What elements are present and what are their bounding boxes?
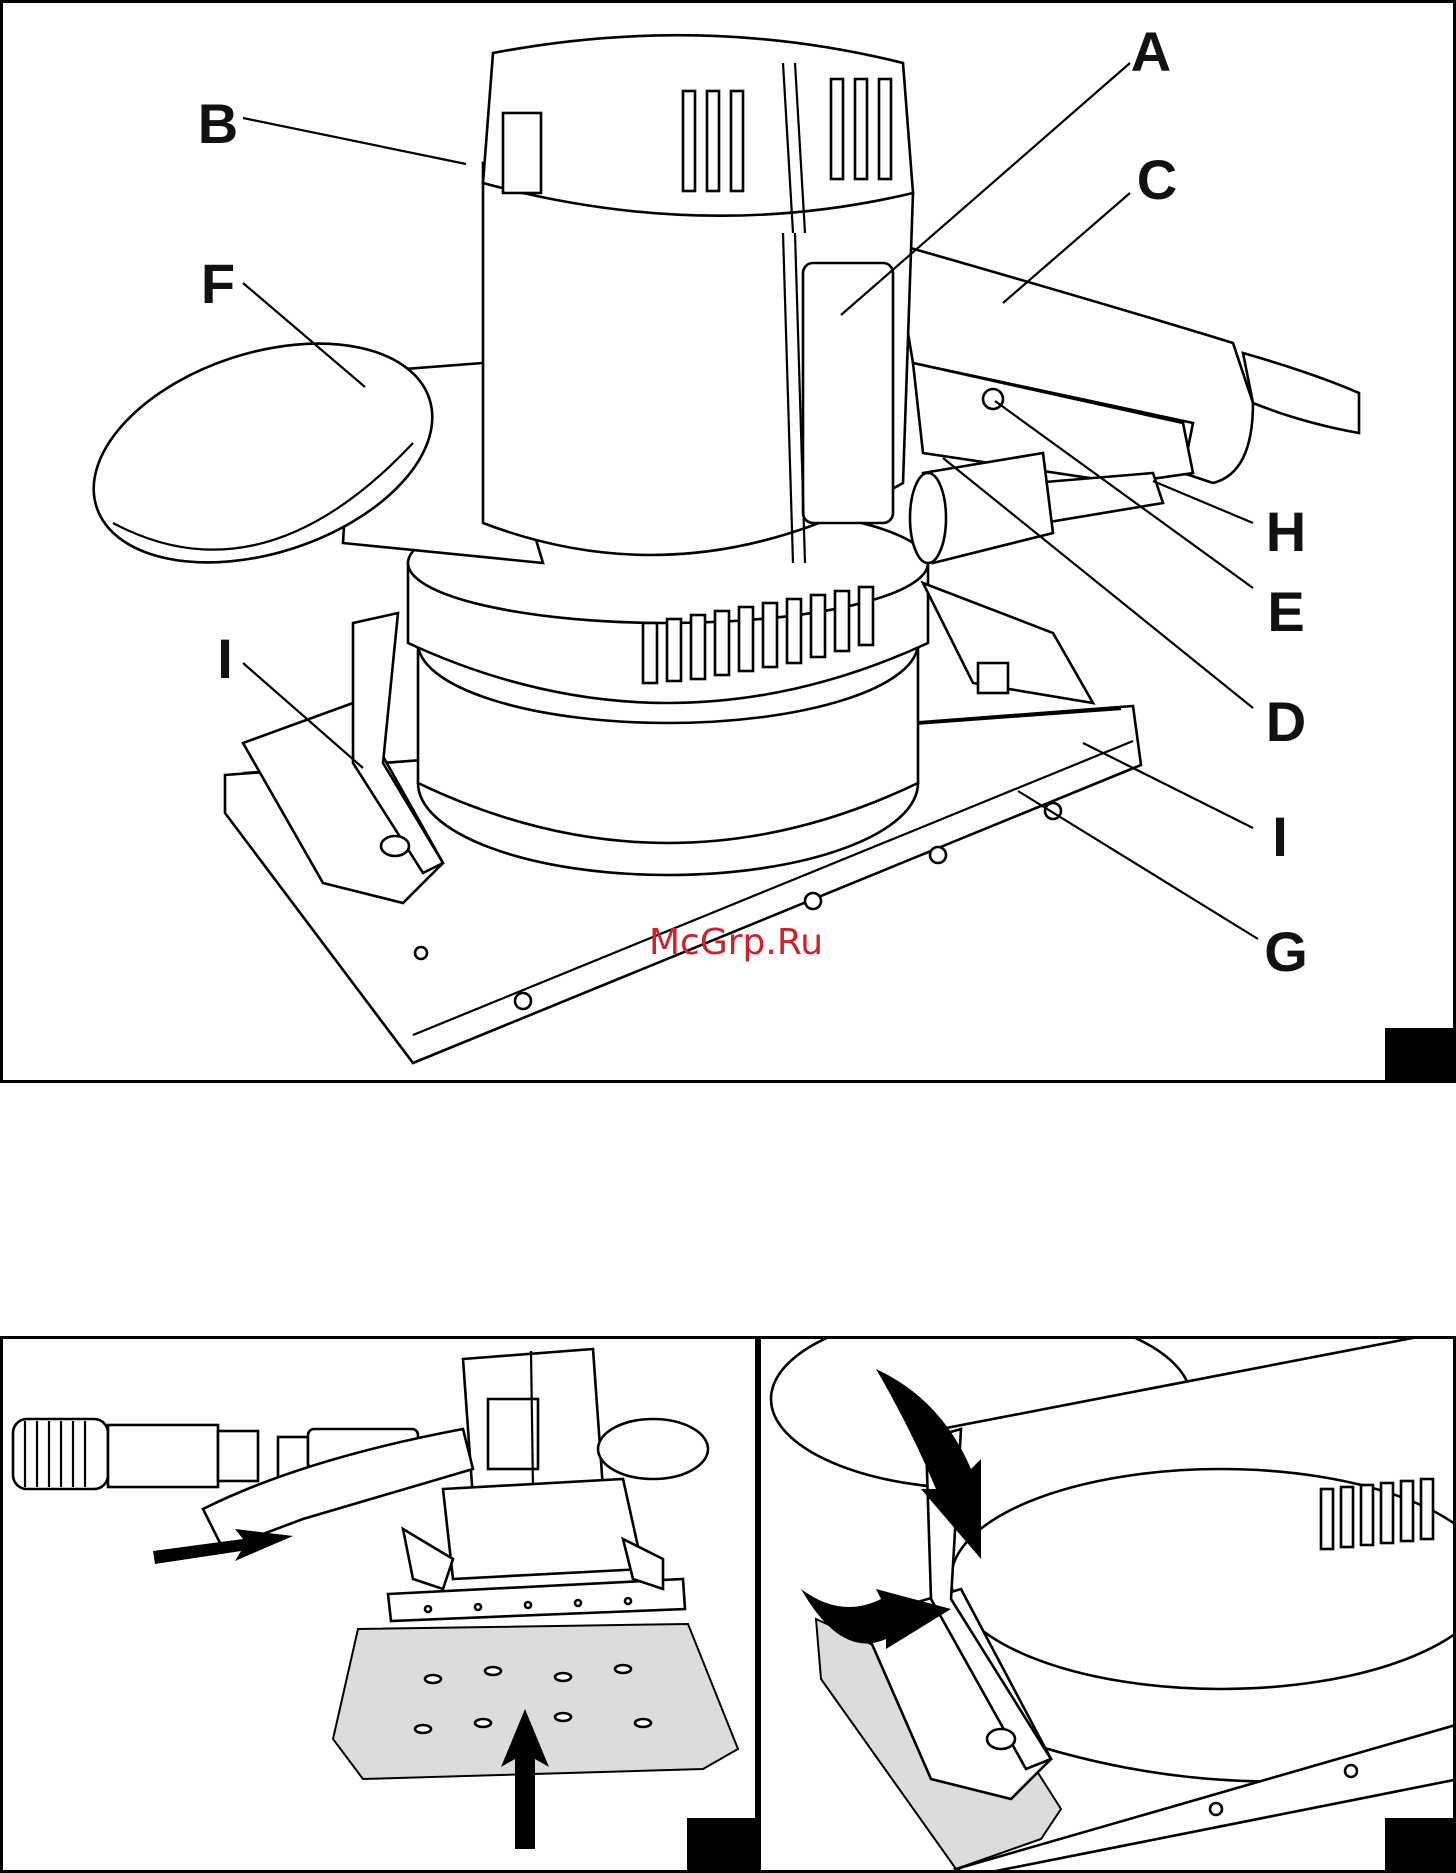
motor-body xyxy=(483,163,913,563)
figure-3-panel xyxy=(758,1336,1456,1873)
figure-3-tab xyxy=(1385,1818,1453,1870)
sander-illustration: A B C F H E D I G I McGrp.Ru xyxy=(3,3,1456,1083)
label-h: H xyxy=(1266,500,1306,563)
dust-outlet xyxy=(910,453,1053,563)
label-f: F xyxy=(201,252,235,315)
motor-lower-housing xyxy=(408,503,928,875)
label-b: B xyxy=(198,92,238,155)
label-a: A xyxy=(1131,20,1171,83)
label-e: E xyxy=(1267,580,1304,643)
figure-2-tab xyxy=(687,1818,755,1870)
right-clamp-lever xyxy=(923,583,1093,703)
figure-2-panel xyxy=(0,1336,758,1873)
figure-1-panel: A B C F H E D I G I McGrp.Ru xyxy=(0,0,1456,1083)
label-i-right: I xyxy=(1272,805,1288,868)
label-g: G xyxy=(1264,920,1308,983)
label-c: C xyxy=(1137,148,1177,211)
sheet-clamp-illustration xyxy=(761,1339,1456,1873)
dust-hose-illustration xyxy=(3,1339,758,1873)
label-d: D xyxy=(1266,690,1306,753)
sander-small xyxy=(203,1349,708,1621)
watermark: McGrp.Ru xyxy=(649,922,823,963)
label-i-left: I xyxy=(217,627,233,690)
figure-1-tab xyxy=(1385,1028,1453,1080)
